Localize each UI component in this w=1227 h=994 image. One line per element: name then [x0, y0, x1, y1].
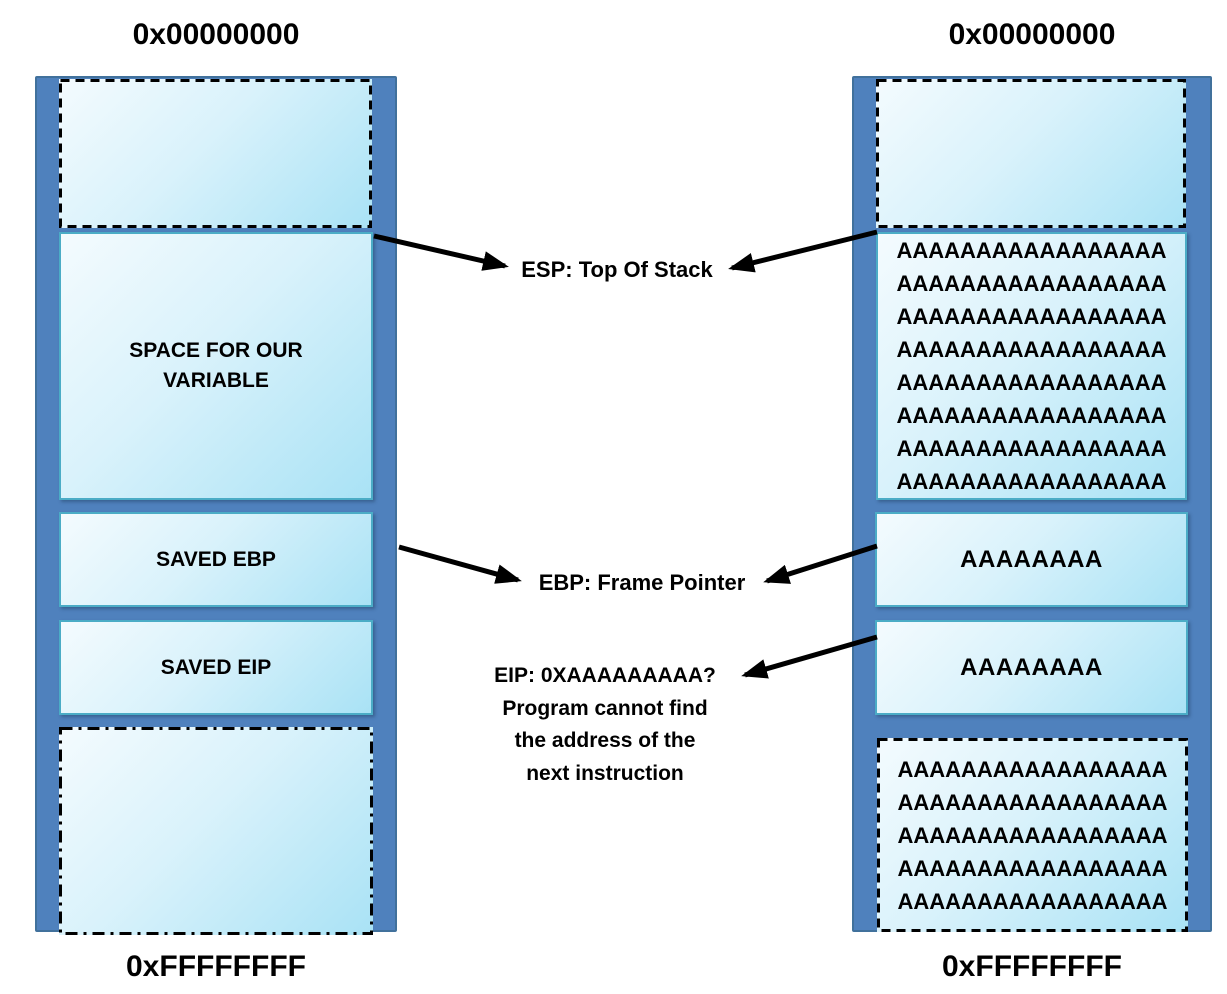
left-saved-eip-cell: SAVED EIP: [59, 620, 373, 715]
left-below-stack-cell: [59, 727, 373, 935]
eip-annotation-line: Program cannot find: [502, 696, 708, 720]
dash-dot-border: [59, 727, 373, 935]
buffer-line: AAAAAAAAAAAAAAAAA: [896, 304, 1167, 329]
left-saved-ebp-cell: SAVED EBP: [59, 512, 373, 607]
eip-annotation-line: the address of the: [514, 729, 696, 752]
eip-annotation-line: EIP: 0XAAAAAAAAA?: [494, 664, 716, 687]
right-bottom-address: 0xFFFFFFFF: [942, 950, 1122, 983]
ebp-annotation: EBP: Frame Pointer: [538, 570, 746, 595]
dashed-border: [59, 79, 372, 228]
buffer-line: AAAAAAAAAAAAAAAAA: [896, 238, 1167, 263]
buffer-line: AAAAAAAAAAAAAAAAA: [897, 888, 1168, 914]
saved-eip-label: SAVED EIP: [160, 655, 272, 679]
buffer-line: AAAAAAAAAAAAAAAAA: [897, 855, 1168, 881]
variable-cell-label: SPACE FOR OUR VARIABLE: [129, 339, 303, 392]
saved-ebp-label: SAVED EBP: [156, 547, 276, 571]
overwritten-ebp-value: AAAAAAAA: [960, 545, 1103, 573]
buffer-line: AAAAAAAAAAAAAAAAA: [897, 822, 1168, 848]
dashed-border: [876, 79, 1186, 228]
eip-annotation-line: next instruction: [526, 761, 684, 785]
right-top-address: 0x00000000: [948, 18, 1116, 51]
buffer-line: AAAAAAAAAAAAAAAAA: [897, 789, 1168, 815]
right-overwritten-ebp-cell: AAAAAAAA: [875, 512, 1188, 607]
buffer-line: AAAAAAAAAAAAAAAAA: [896, 337, 1167, 362]
right-overflowed-buffer-cell: AAAAAAAAAAAAAAAAA AAAAAAAAAAAAAAAAA AAAAAA…: [876, 232, 1187, 500]
buffer-line: AAAAAAAAAAAAAAAAA: [896, 403, 1167, 428]
buffer-line: AAAAAAAAAAAAAAAAA: [896, 436, 1167, 461]
left-unused-stack-cell: [59, 79, 372, 228]
left-bottom-address: 0xFFFFFFFF: [126, 950, 306, 983]
right-overwritten-eip-cell: AAAAAAAA: [875, 620, 1188, 715]
buffer-line: AAAAAAAAAAAAAAAAA: [897, 756, 1168, 782]
left-top-address: 0x00000000: [132, 18, 300, 51]
buffer-line: AAAAAAAAAAAAAAAAA: [896, 271, 1167, 296]
buffer-fill-lines: AAAAAAAAAAAAAAAAA AAAAAAAAAAAAAAAAA AAAAAA…: [878, 234, 1185, 498]
left-variable-cell: SPACE FOR OUR VARIABLE: [59, 232, 373, 500]
right-unused-stack-cell: [876, 79, 1186, 228]
overwritten-eip-value: AAAAAAAA: [960, 653, 1103, 681]
right-overflow-beyond-cell: AAAAAAAAAAAAAAAAA AAAAAAAAAAAAAAAAA AAAAAA…: [877, 738, 1188, 932]
esp-annotation: ESP: Top Of Stack: [521, 257, 713, 282]
buffer-line: AAAAAAAAAAAAAAAAA: [896, 370, 1167, 395]
buffer-line: AAAAAAAAAAAAAAAAA: [896, 469, 1167, 494]
eip-annotation: EIP: 0XAAAAAAAAA? Program cannot find the …: [455, 660, 755, 790]
beyond-fill-lines: AAAAAAAAAAAAAAAAA AAAAAAAAAAAAAAAAA AAAAAA…: [877, 753, 1188, 918]
